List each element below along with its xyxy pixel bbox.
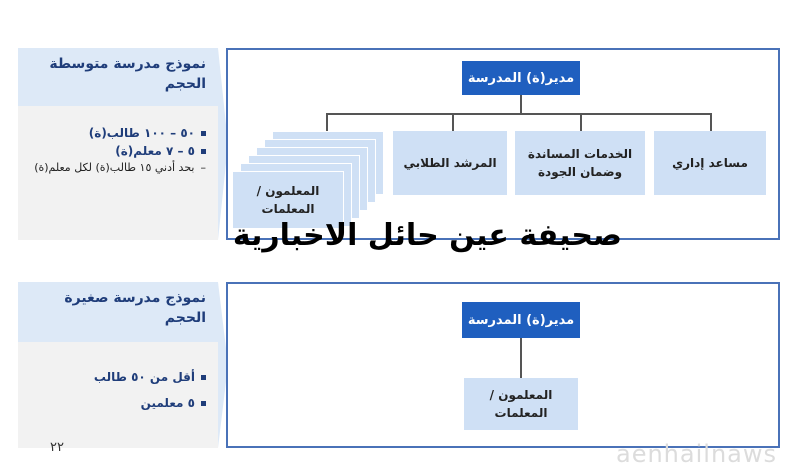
small-school-title-panel: نموذج مدرسة صغيرة الحجم xyxy=(18,282,218,342)
watermark-site: aenhailnaws xyxy=(616,440,777,468)
connector-line xyxy=(580,113,582,131)
small-teachers-box: المعلمون / المعلمات xyxy=(464,378,578,430)
connector-line xyxy=(452,113,454,131)
small-school-title: نموذج مدرسة صغيرة الحجم xyxy=(64,290,206,326)
medium-school-title: نموذج مدرسة متوسطة الحجم xyxy=(49,56,206,92)
bullet-marker xyxy=(201,401,206,406)
medium-teachers-box: المعلمون / المعلمات xyxy=(232,171,344,229)
medium-bullet-teachers: ٥ – ٧ معلم(ة) xyxy=(26,142,206,160)
medium-school-details-panel: ٥٠ – ١٠٠ طالب(ة) ٥ – ٧ معلم(ة) – بحد أدن… xyxy=(18,106,218,240)
medium-school-title-panel: نموذج مدرسة متوسطة الحجم xyxy=(18,48,218,106)
small-panel-arrow xyxy=(218,282,228,448)
connector-line xyxy=(710,113,712,131)
small-bullet-teachers: ٥ معلمين xyxy=(26,394,206,412)
medium-counselor-box: المرشد الطلابي xyxy=(393,131,507,195)
medium-assistant-box: مساعد إداري xyxy=(654,131,766,195)
small-principal-box: مدير(ة) المدرسة xyxy=(462,302,580,338)
medium-sub-bullet-ratio: – بحد أدني ١٥ طالب(ة) لكل معلم(ة) xyxy=(34,161,207,174)
connector-line xyxy=(520,95,522,114)
page-number: ٢٢ xyxy=(50,440,64,455)
connector-line xyxy=(326,113,328,131)
medium-panel-arrow xyxy=(218,48,228,240)
connector-line xyxy=(520,338,522,378)
watermark-headline: صحيفة عين حائل الاخبارية xyxy=(232,218,622,253)
bullet-marker xyxy=(201,149,206,154)
medium-bullet-students: ٥٠ – ١٠٠ طالب(ة) xyxy=(26,124,206,142)
dash-marker: – xyxy=(200,161,207,174)
bullet-marker xyxy=(201,375,206,380)
connector-line xyxy=(326,113,712,115)
small-school-details-panel: أقل من ٥٠ طالب ٥ معلمين xyxy=(18,342,218,448)
bullet-marker xyxy=(201,131,206,136)
medium-principal-box: مدير(ة) المدرسة xyxy=(462,61,580,95)
small-bullet-students: أقل من ٥٠ طالب xyxy=(26,368,206,386)
medium-support-box: الخدمات المساندة وضمان الجودة xyxy=(515,131,645,195)
